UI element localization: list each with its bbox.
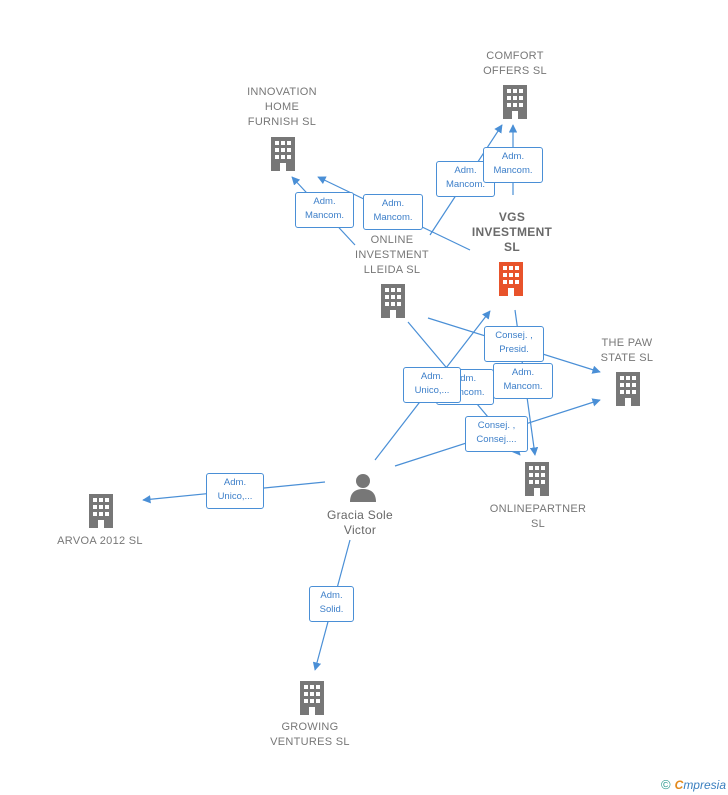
edge-label-lleida-paw: Consej. , Presid. xyxy=(484,326,544,362)
online-investment-lleida-building-icon[interactable] xyxy=(381,284,407,320)
footer-brand: ©Cmpresia xyxy=(661,777,726,792)
onlinepartner-building-icon[interactable] xyxy=(525,462,551,498)
edge-label-lleida-innovation: Adm. Mancom. xyxy=(295,192,354,228)
edge-label-vgs-comfort: Adm. Mancom. xyxy=(483,147,543,183)
vgs-investment-building-icon[interactable] xyxy=(499,262,525,298)
edge-label-gracia-arvoa: Adm. Unico,... xyxy=(206,473,264,509)
edge-label-vgs-innovation: Adm. Mancom. xyxy=(363,194,423,230)
node-label-comfort-offers[interactable]: COMFORT OFFERS SL xyxy=(483,50,547,77)
brand-logo-letter: C xyxy=(674,778,684,792)
edge-label-gracia-vgs: Adm. Unico,... xyxy=(403,367,461,403)
innovation-home-furnish-building-icon[interactable] xyxy=(271,137,297,173)
person-icon[interactable] xyxy=(348,472,378,502)
node-label-the-paw-state[interactable]: THE PAW STATE SL xyxy=(600,337,654,364)
node-label-arvoa-2012[interactable]: ARVOA 2012 SL xyxy=(57,535,143,547)
node-label-online-investment-lleida[interactable]: ONLINE INVESTMENT LLEIDA SL xyxy=(355,234,429,276)
node-label-onlinepartner[interactable]: ONLINEPARTNER SL xyxy=(489,503,587,530)
node-label-growing-ventures[interactable]: GROWING VENTURES SL xyxy=(270,721,350,748)
node-label-gracia-sole-victor[interactable]: Gracia Sole Victor xyxy=(327,508,393,537)
arvoa-2012-building-icon[interactable] xyxy=(89,494,115,530)
brand-logo-text: mpresia xyxy=(683,778,726,792)
the-paw-state-building-icon[interactable] xyxy=(616,372,642,408)
copyright-icon: © xyxy=(661,777,671,792)
edge-label-gracia-paw: Consej. , Consej.... xyxy=(465,416,528,452)
edge-label-vgs-onlinepartner: Adm. Mancom. xyxy=(493,363,553,399)
edge-label-gracia-growing: Adm. Solid. xyxy=(309,586,354,622)
node-label-vgs-investment[interactable]: VGS INVESTMENT SL xyxy=(471,210,553,254)
growing-ventures-building-icon[interactable] xyxy=(300,681,326,717)
comfort-offers-building-icon[interactable] xyxy=(503,85,529,121)
node-label-innovation-home-furnish[interactable]: INNOVATION HOME FURNISH SL xyxy=(247,86,317,128)
